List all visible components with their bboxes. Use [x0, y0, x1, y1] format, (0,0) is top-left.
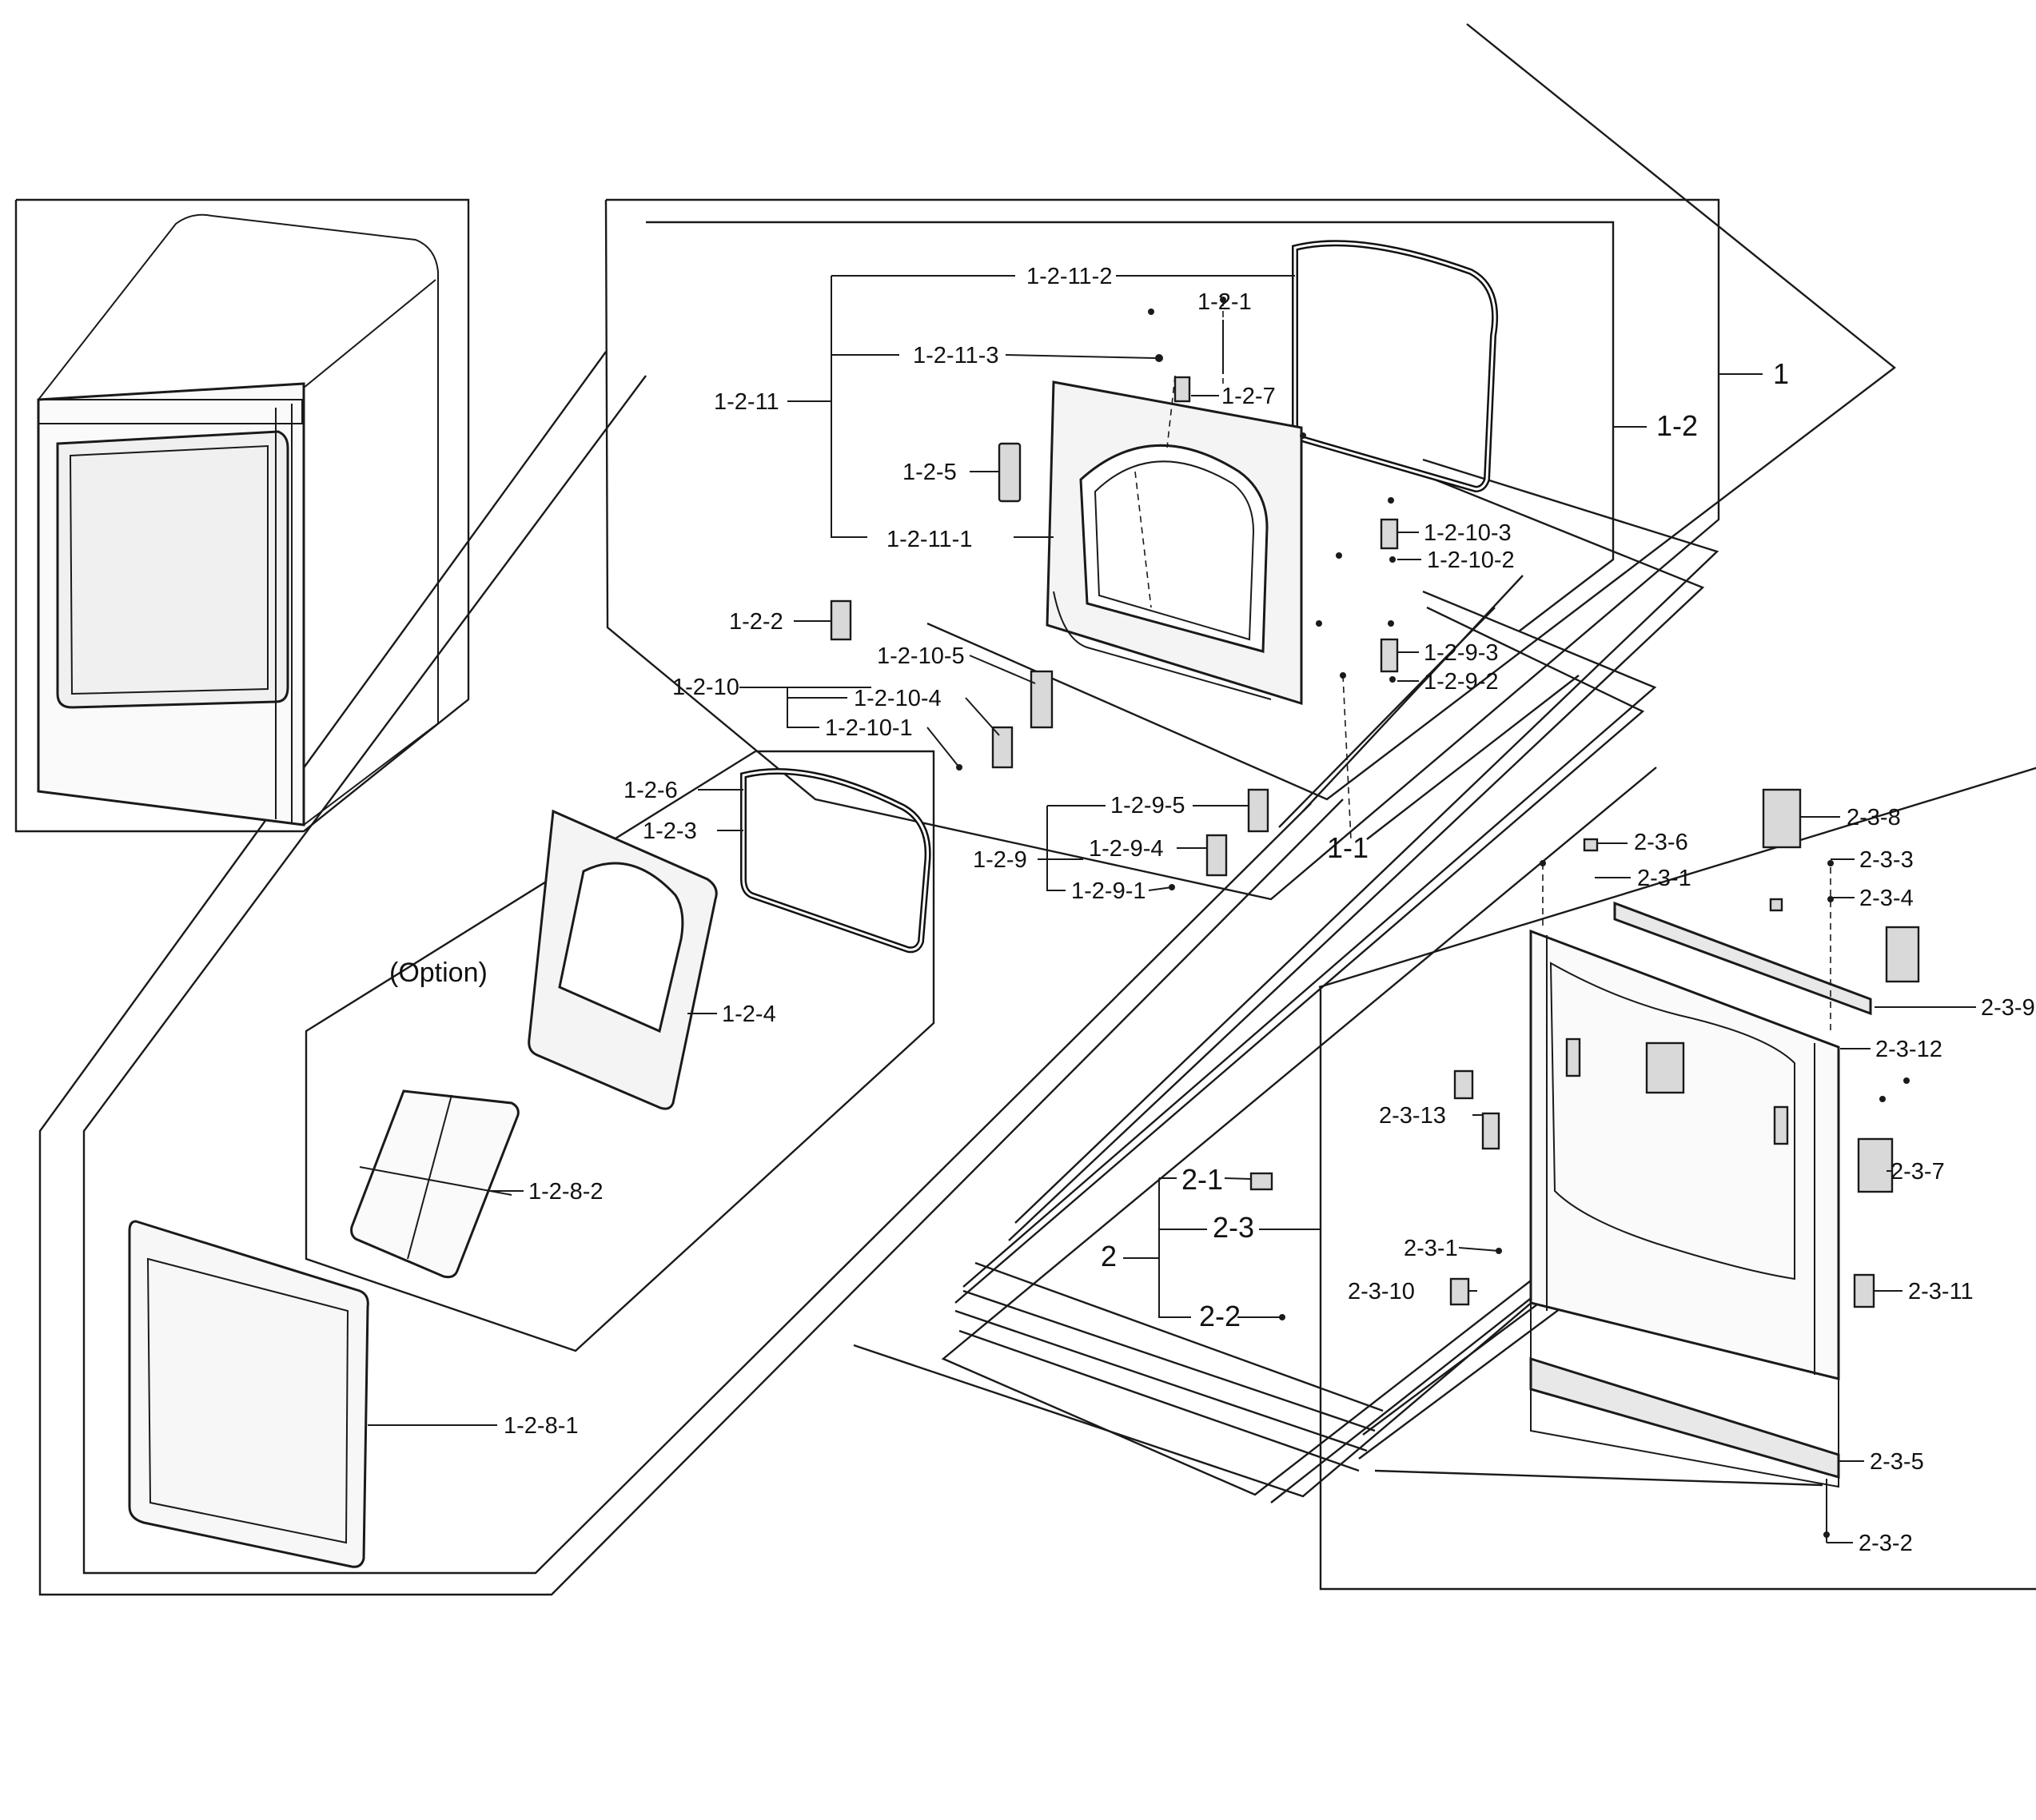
door-left-diagonal-outer: [38, 351, 1344, 1596]
callout-c2: 2: [1101, 1240, 1117, 1272]
callout-c1-2-3: 1-2-3: [643, 818, 697, 844]
callout-c2-3-12: 2-3-12: [1875, 1037, 1942, 1062]
callout-c2-1: 2-1: [1181, 1163, 1223, 1196]
callout-c2-3-2: 2-3-2: [1859, 1531, 1913, 1556]
small-parts-door: [830, 297, 1399, 890]
overview-frame: [14, 198, 470, 833]
callout-c1-2-7: 1-2-7: [1221, 384, 1276, 409]
callout-c1-1: 1-1: [1327, 831, 1369, 864]
callout-c1-2-1: 1-2-1: [1197, 289, 1252, 315]
callout-c1-2-6: 1-2-6: [624, 778, 678, 803]
callout-c1-2-9: 1-2-9: [973, 847, 1027, 873]
callout-c2-3-1b: 2-3-1: [1404, 1236, 1458, 1261]
callout-c1-2-9-5: 1-2-9-5: [1110, 793, 1185, 818]
callout-c2-3-5: 2-3-5: [1870, 1449, 1924, 1475]
leader-lines: [368, 275, 1976, 1543]
diagram-frames: [14, 23, 2036, 1596]
option-door-frame-1-2-4: [528, 809, 718, 1110]
callout-c1-2-10: 1-2-10: [672, 675, 739, 700]
callout-c1-2-10-1: 1-2-10-1: [825, 715, 913, 741]
callout-c1-2-10-2: 1-2-10-2: [1427, 548, 1515, 573]
callout-c1-2-11-3: 1-2-11-3: [913, 343, 998, 368]
callout-c1-2-11: 1-2-11: [714, 389, 779, 415]
control-panel-assembly: [1249, 788, 1920, 1538]
callout-c1-2-2: 1-2-2: [729, 609, 783, 635]
callout-c1-2-10-5: 1-2-10-5: [877, 643, 965, 669]
callout-c2-3-13: 2-3-13: [1379, 1103, 1446, 1129]
callout-c2-3-3: 2-3-3: [1859, 847, 1914, 873]
callout-1-box: [926, 23, 1896, 801]
callout-c1-2-10-3: 1-2-10-3: [1424, 520, 1512, 546]
outer-door-1-2-8-1: [128, 1220, 369, 1568]
option-panel-frame: [305, 750, 935, 1352]
callout-c1-2-9-2: 1-2-9-2: [1424, 669, 1499, 695]
callout-c1-2-10-4: 1-2-10-4: [854, 686, 942, 711]
callout-c1-2-9-4: 1-2-9-4: [1089, 836, 1164, 862]
inner-door-1-2-11-1: [1046, 375, 1303, 706]
gasket-1-2-6: [740, 768, 931, 954]
callout-c2-3-9: 2-3-9: [1981, 995, 2035, 1021]
gasket-1-2-11-2: [1292, 240, 1499, 493]
callout-c2-2: 2-2: [1199, 1300, 1241, 1332]
callout-c1-2-9-1: 1-2-9-1: [1071, 878, 1146, 904]
callout-c2-3-6: 2-3-6: [1634, 830, 1688, 855]
dryer-overview-illustration: [37, 213, 439, 826]
callout-c1-2-5: 1-2-5: [902, 460, 957, 485]
callout-c2-3-10: 2-3-10: [1348, 1279, 1415, 1304]
door-assembly-frame-inner: [646, 221, 1615, 632]
callout-c1: 1: [1773, 357, 1789, 390]
callout-c2-3-7: 2-3-7: [1891, 1159, 1945, 1185]
option-door-glass-1-2-8-2: [350, 1089, 520, 1279]
callout-c2-3-11: 2-3-11: [1908, 1279, 1974, 1304]
callout-c1-2: 1-2: [1656, 409, 1698, 442]
callout-c1-2-4: 1-2-4: [722, 1002, 776, 1027]
callout-c1-2-8-2: 1-2-8-2: [528, 1179, 604, 1205]
callout-c1-2-11-2: 1-2-11-2: [1026, 264, 1112, 289]
option-note: (Option): [389, 958, 488, 988]
callout-c2-3: 2-3: [1213, 1211, 1254, 1244]
callout-c1-2-11-1: 1-2-11-1: [887, 527, 972, 552]
callout-c1-2-8-1: 1-2-8-1: [504, 1413, 579, 1439]
assembly-connector-lines: [954, 458, 1823, 1503]
door-assembly-frame-outer: [604, 198, 1720, 901]
callout-c2-3-8: 2-3-8: [1847, 805, 1901, 830]
callout-c1-2-9-3: 1-2-9-3: [1424, 640, 1499, 666]
door-left-diagonal-inner: [82, 375, 1312, 1575]
part-callouts: 1 1-1 1-2 1-2-1 1-2-2 1-2-3 1-2-4 1-2-5 1-2-6 1-2…: [504, 264, 2035, 1556]
callout-c2-3-1a: 2-3-1: [1637, 866, 1691, 891]
callout-c2-3-4: 2-3-4: [1859, 886, 1914, 911]
